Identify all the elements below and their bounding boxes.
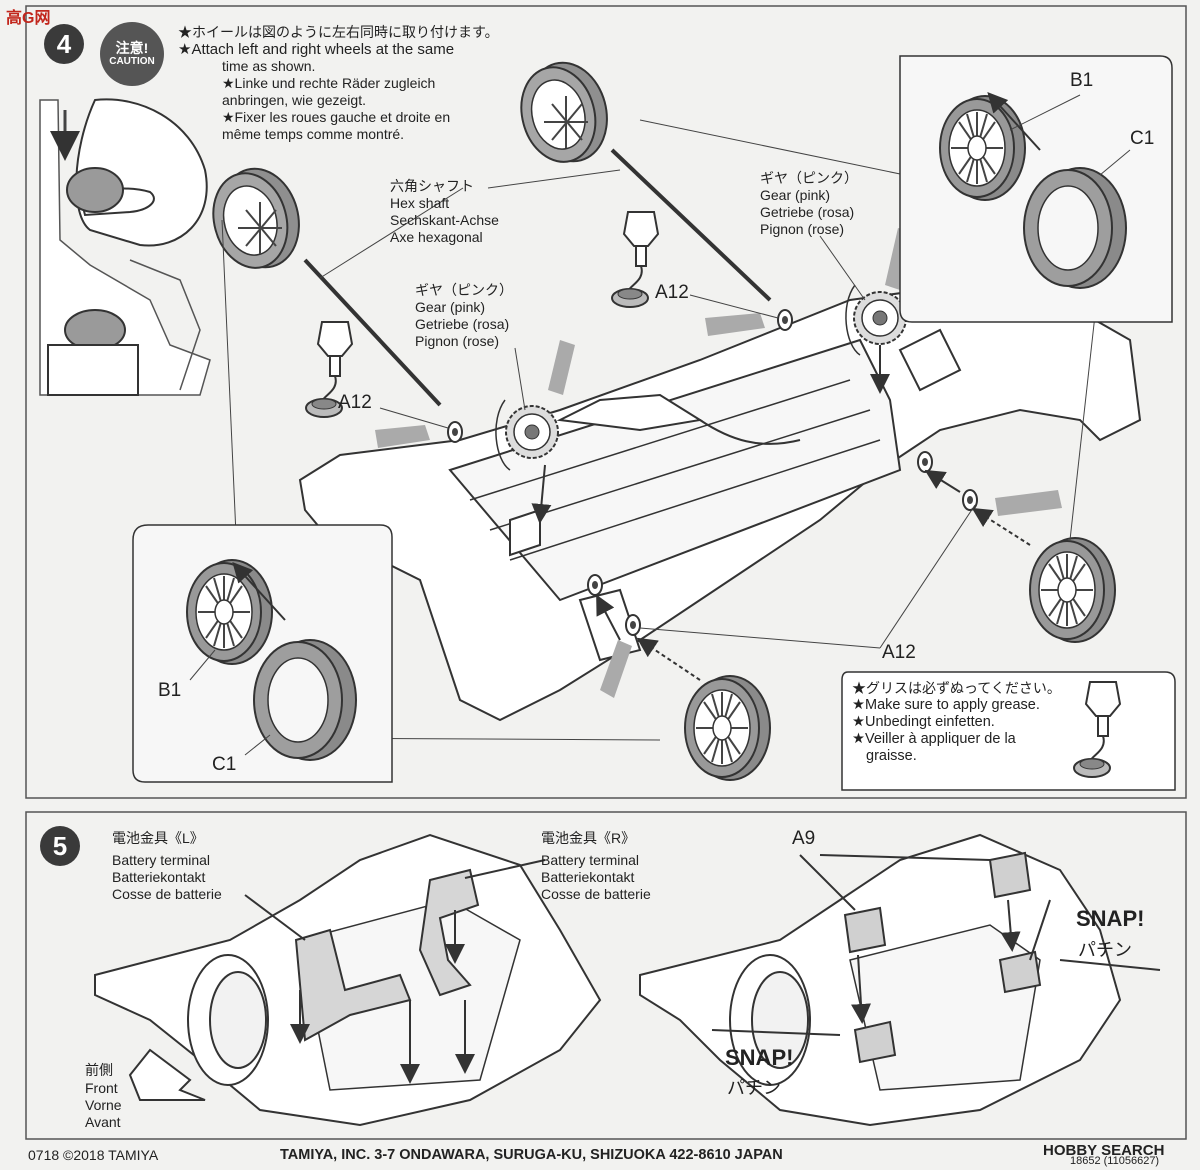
part-b1-right: B1 [1070, 70, 1094, 91]
note-line-fr1: ★Fixer les roues gauche et droite en [222, 109, 451, 125]
part-a12-top: A12 [655, 282, 689, 303]
note-line-fr2: même temps comme montré. [222, 126, 405, 142]
caution-badge: 注意! CAUTION [100, 22, 164, 86]
front-fr: Avant [85, 1114, 121, 1130]
chassis-drawing [298, 283, 1142, 722]
terminal-l-en: Battery terminal [112, 852, 211, 868]
snap-label-left: SNAP! [725, 1045, 794, 1070]
front-arrow [128, 1048, 206, 1101]
inset-wheel-detail-left [132, 524, 393, 783]
terminal-r-de: Batteriekontakt [541, 869, 635, 885]
terminal-r-fr: Cosse de batterie [541, 886, 651, 902]
footer-address: TAMIYA, INC. 3-7 ONDAWARA, SURUGA-KU, SH… [280, 1147, 783, 1163]
note-line-en1: ★Attach left and right wheels at the sam… [178, 41, 455, 58]
gear-left-en: Gear (pink) [415, 299, 486, 315]
part-a12-bottom: A12 [882, 642, 916, 663]
grease-fr2: graisse. [866, 748, 917, 764]
part-c1-right: C1 [1130, 128, 1155, 149]
step4-frame [25, 5, 1187, 799]
grease-de: ★Unbedingt einfetten. [852, 714, 995, 730]
note-line-en2: time as shown. [222, 58, 316, 74]
note-line-jp: ★ホイールは図のように左右同時に取り付けます。 [178, 24, 499, 40]
watermark-logo: 高G网 [6, 10, 51, 27]
note-line-de2: anbringen, wie gezeigt. [222, 92, 366, 108]
note-line-de1: ★Linke und rechte Räder zugleich [222, 75, 436, 91]
hex-shaft-en: Hex shaft [390, 195, 450, 211]
inset-wheel-detail-right [899, 55, 1173, 323]
step5-frame [25, 811, 1187, 1140]
terminal-r-jp: 電池金具《R》 [541, 830, 636, 846]
snap-jp-right: パチン [1078, 940, 1132, 960]
hex-shaft-de: Sechskant-Achse [390, 212, 499, 228]
hex-shaft-left-line [303, 258, 442, 407]
hex-shaft-right-line [610, 148, 772, 302]
terminal-l-de: Batteriekontakt [112, 869, 206, 885]
gear-left-de: Getriebe (rosa) [415, 316, 510, 332]
gear-right-en: Gear (pink) [760, 187, 831, 203]
grease-jp: ★グリスは必ずぬってください。 [852, 680, 1061, 696]
step-number-5: 5 [40, 826, 80, 866]
snap-jp-left: パチン [727, 1078, 781, 1098]
terminal-l-jp: 電池金具《L》 [112, 830, 204, 846]
step5-right-chassis [639, 833, 1122, 1127]
front-de: Vorne [85, 1097, 122, 1113]
terminal-r-en: Battery terminal [541, 852, 640, 868]
gear-left-jp: ギヤ（ピンク） [415, 282, 513, 298]
footer-code: 0718 ©2018 TAMIYA [28, 1147, 159, 1163]
gear-right-de: Getriebe (rosa) [760, 204, 855, 220]
hex-shaft-jp: 六角シャフト [390, 178, 474, 194]
gear-left-fr: Pignon (rose) [415, 333, 500, 349]
grease-fr1: ★Veiller à appliquer de la [852, 731, 1016, 747]
part-b1-left: B1 [158, 680, 182, 701]
hand-illustration [39, 98, 211, 396]
gear-right-fr: Pignon (rose) [760, 221, 845, 237]
grease-en: ★Make sure to apply grease. [852, 697, 1040, 713]
hex-shaft-fr: Axe hexagonal [390, 229, 483, 245]
snap-label-right: SNAP! [1076, 906, 1145, 931]
step-number-4: 4 [44, 24, 84, 64]
footer-brand: HOBBY SEARCH [1043, 1142, 1165, 1159]
caution-en: CAUTION [109, 56, 155, 67]
caution-jp: 注意! [115, 40, 149, 56]
front-en: Front [85, 1080, 118, 1096]
gear-right-jp: ギヤ（ピンク） [760, 170, 858, 186]
terminal-l-fr: Cosse de batterie [112, 886, 222, 902]
front-jp: 前側 [85, 1062, 113, 1078]
footer-item: 18652 (11056627) [1070, 1155, 1160, 1167]
part-a12-left: A12 [338, 392, 372, 413]
part-a9: A9 [792, 828, 816, 849]
part-c1-left: C1 [212, 754, 237, 775]
